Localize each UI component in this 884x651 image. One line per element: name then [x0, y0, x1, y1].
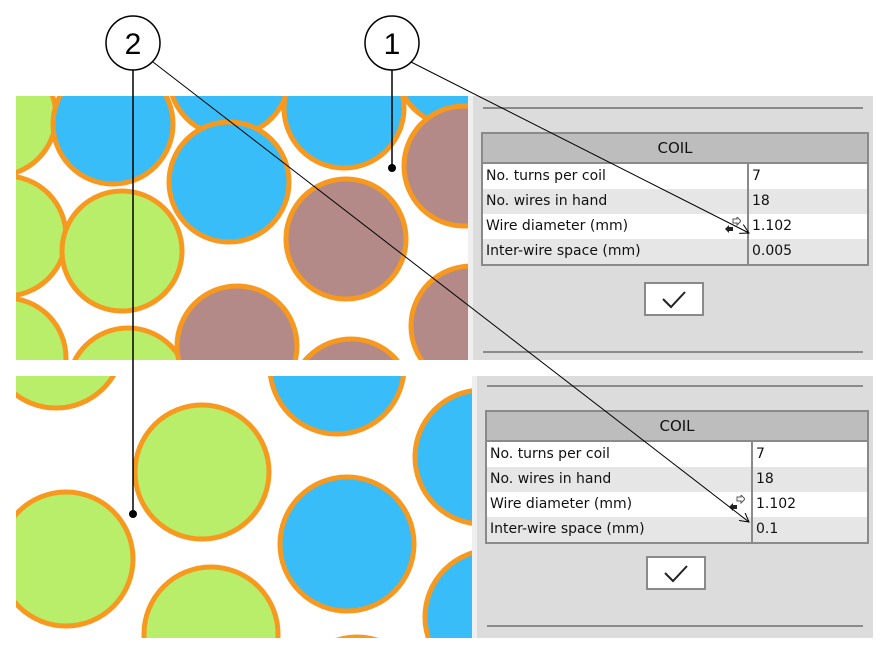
table-row-wires-in-hand[interactable]: No. wires in hand 18: [483, 189, 867, 214]
coil-table: COIL No. turns per coil 7 No. wires in h…: [481, 132, 869, 266]
inter-wire-space-value[interactable]: 0.1: [756, 521, 779, 537]
row-label: No. wires in hand: [487, 467, 753, 492]
table-row-inter-wire-space[interactable]: Inter-wire space (mm) 0.1: [487, 517, 867, 542]
turns-per-coil-value[interactable]: 7: [756, 446, 765, 462]
row-label: Wire diameter (mm): [486, 218, 629, 234]
callout-number: 1: [384, 28, 401, 61]
divider: [483, 351, 863, 353]
wire-diameter-value[interactable]: 1.102: [756, 496, 797, 512]
checkmark-icon: [664, 565, 688, 583]
table-row-wire-diameter[interactable]: Wire diameter (mm) 1.102: [487, 492, 867, 517]
wire-blue: [268, 376, 406, 437]
row-label: No. turns per coil: [487, 442, 753, 467]
confirm-button[interactable]: [646, 556, 706, 590]
wire-brown: [401, 103, 468, 229]
wire-blue: [335, 634, 379, 638]
turns-per-coil-value[interactable]: 7: [752, 168, 761, 184]
coil-table-title: COIL: [487, 412, 867, 442]
swap-arrows-icon[interactable]: [725, 217, 741, 233]
table-row-wire-diameter[interactable]: Wire diameter (mm) 1.102: [483, 214, 867, 239]
wire-brown: [174, 283, 300, 360]
table-row-turns-per-coil[interactable]: No. turns per coil 7: [483, 164, 867, 189]
wire-blue: [412, 388, 472, 526]
wires-in-hand-value[interactable]: 18: [756, 471, 774, 487]
table-row-turns-per-coil[interactable]: No. turns per coil 7: [487, 442, 867, 467]
wire-blue: [166, 119, 292, 245]
wire-packing-view-spaced: [16, 376, 472, 638]
wire-green: [16, 174, 69, 298]
callout-circle: [364, 15, 420, 71]
swap-arrows-icon[interactable]: [729, 495, 745, 511]
checkmark-icon: [662, 291, 686, 309]
coil-settings-panel-top: COIL No. turns per coil 7 No. wires in h…: [468, 96, 873, 360]
inter-wire-space-value[interactable]: 0.005: [752, 243, 793, 259]
wires-in-hand-value[interactable]: 18: [752, 193, 770, 209]
wire-green: [59, 188, 185, 314]
wire-cross-section-spaced: [16, 376, 472, 638]
wire-green: [16, 376, 117, 411]
coil-table: COIL No. turns per coil 7 No. wires in h…: [485, 410, 869, 544]
coil-table-title: COIL: [483, 134, 867, 164]
wire-green: [16, 296, 69, 360]
wire-green: [132, 402, 272, 542]
callout-circle: [105, 15, 161, 71]
row-label: Inter-wire space (mm): [487, 517, 753, 542]
wire-green: [16, 489, 136, 629]
callout-number: 2: [125, 28, 142, 61]
wire-brown: [408, 263, 468, 360]
wire-green: [141, 564, 281, 638]
row-label: Inter-wire space (mm): [483, 239, 749, 264]
row-label: No. wires in hand: [483, 189, 749, 214]
wire-blue: [50, 96, 176, 187]
wire-cross-section-tight: [16, 96, 468, 360]
wire-brown: [283, 176, 409, 302]
wire-green: [16, 96, 59, 176]
divider: [487, 385, 863, 387]
coil-settings-panel-bottom: COIL No. turns per coil 7 No. wires in h…: [472, 376, 873, 638]
wire-packing-view-tight: [16, 96, 468, 360]
wire-brown: [302, 336, 400, 360]
wire-blue: [281, 96, 407, 171]
wire-diameter-value[interactable]: 1.102: [752, 218, 793, 234]
confirm-button[interactable]: [644, 282, 704, 316]
row-label: No. turns per coil: [483, 164, 749, 189]
wire-blue: [277, 474, 417, 614]
divider: [487, 625, 863, 627]
table-row-inter-wire-space[interactable]: Inter-wire space (mm) 0.005: [483, 239, 867, 264]
table-row-wires-in-hand[interactable]: No. wires in hand 18: [487, 467, 867, 492]
row-label: Wire diameter (mm): [490, 496, 633, 512]
wire-green: [72, 325, 184, 360]
divider: [483, 107, 863, 109]
wire-blue: [422, 550, 472, 638]
